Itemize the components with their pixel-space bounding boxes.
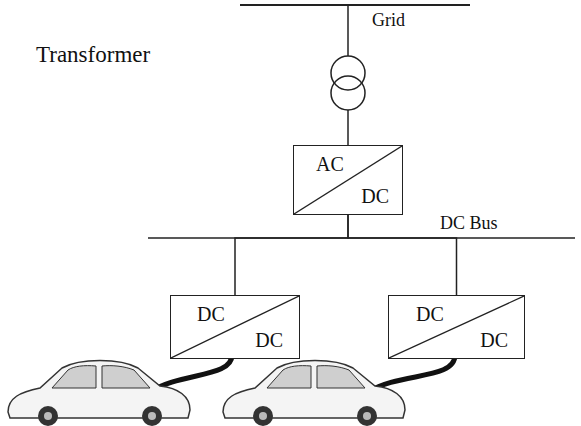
output-type: DC <box>480 330 508 350</box>
output-type: DC <box>255 330 283 350</box>
input-type: DC <box>416 304 444 324</box>
converter-box: DC DC <box>388 295 525 359</box>
transformer-winding <box>331 56 365 90</box>
input-type: DC <box>197 304 225 324</box>
grid-wire <box>347 5 349 56</box>
transformer-wire <box>347 110 349 145</box>
grid-bus <box>240 4 470 6</box>
converter-box: DC DC <box>170 295 300 359</box>
transformer-winding <box>331 76 365 110</box>
bus-label: DC Bus <box>440 214 498 232</box>
converter-box: AC DC <box>293 145 403 215</box>
bus-connector <box>235 215 348 295</box>
transformer-label: Transformer <box>36 43 150 66</box>
grid-label: Grid <box>372 11 405 29</box>
output-type: DC <box>361 186 389 206</box>
electric-car <box>8 361 190 426</box>
input-type: AC <box>316 154 344 174</box>
electric-car <box>223 361 405 426</box>
